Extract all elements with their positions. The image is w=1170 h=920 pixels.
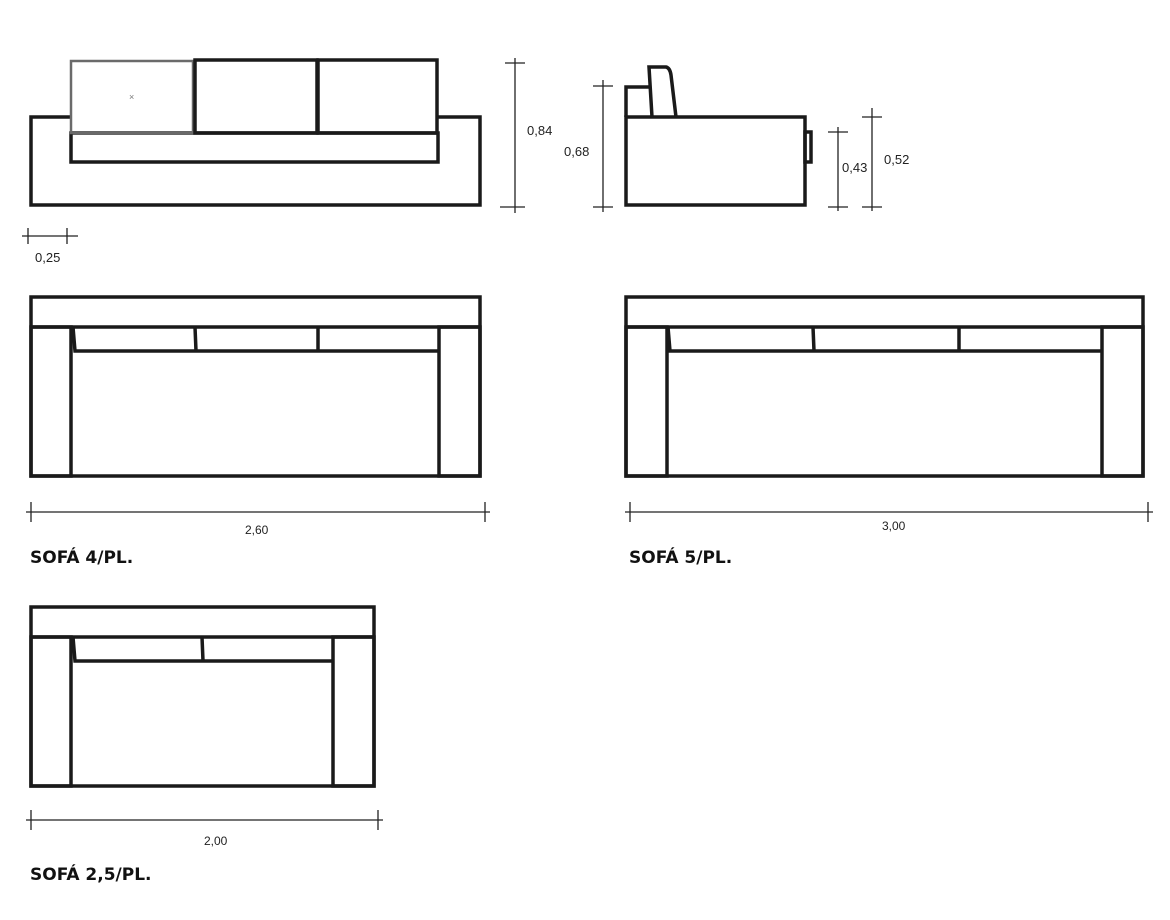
width-dimension-label: 2,00 <box>204 834 228 848</box>
front-back-cushion <box>316 58 439 135</box>
sofa-5-top-view: 3,00 SOFÁ 5/PL. <box>624 295 1153 568</box>
width-dimension-line <box>26 810 383 830</box>
arm-dimension-label: 0,25 <box>35 250 60 265</box>
width-dimension-line <box>26 502 490 522</box>
sofa-2-5-top-view: 2,00 SOFÁ 2,5/PL. <box>26 605 383 885</box>
arm-height-line <box>862 108 882 211</box>
side-height-label: 0,68 <box>564 144 589 159</box>
side-body <box>624 115 807 207</box>
arm-height-label: 0,52 <box>884 152 909 167</box>
sofa-title: SOFÁ 2,5/PL. <box>30 863 152 885</box>
width-dimension-line <box>625 502 1153 522</box>
left-arm <box>29 325 73 478</box>
side-armrest <box>803 130 813 164</box>
side-back <box>624 85 650 117</box>
front-seat <box>69 131 440 164</box>
front-base <box>29 115 482 207</box>
side-back-cushion <box>647 65 678 118</box>
sofa-title: SOFÁ 4/PL. <box>30 546 133 568</box>
side-height-line <box>593 80 613 212</box>
front-back-cushion-selected <box>69 59 195 135</box>
sofa-4-top-view: 2,60 SOFÁ 4/PL. <box>26 295 490 568</box>
right-arm <box>437 325 482 478</box>
side-view: 0,68 0,43 0,52 <box>564 65 909 212</box>
front-view: × 0,84 0,25 <box>22 58 552 265</box>
seat-height-line <box>828 127 848 211</box>
right-arm <box>1100 325 1145 478</box>
right-arm <box>331 635 376 788</box>
width-dimension-label: 2,60 <box>245 523 269 537</box>
width-dimension-label: 3,00 <box>882 519 906 533</box>
left-arm <box>624 325 669 478</box>
seat-height-label: 0,43 <box>842 160 867 175</box>
height-dimension-label: 0,84 <box>527 123 552 138</box>
left-arm <box>29 635 73 788</box>
height-dimension-line <box>500 58 525 213</box>
center-marker: × <box>129 92 134 102</box>
front-back-cushion <box>193 58 319 135</box>
arm-dimension-line <box>22 228 78 244</box>
sofa-title: SOFÁ 5/PL. <box>629 546 732 568</box>
